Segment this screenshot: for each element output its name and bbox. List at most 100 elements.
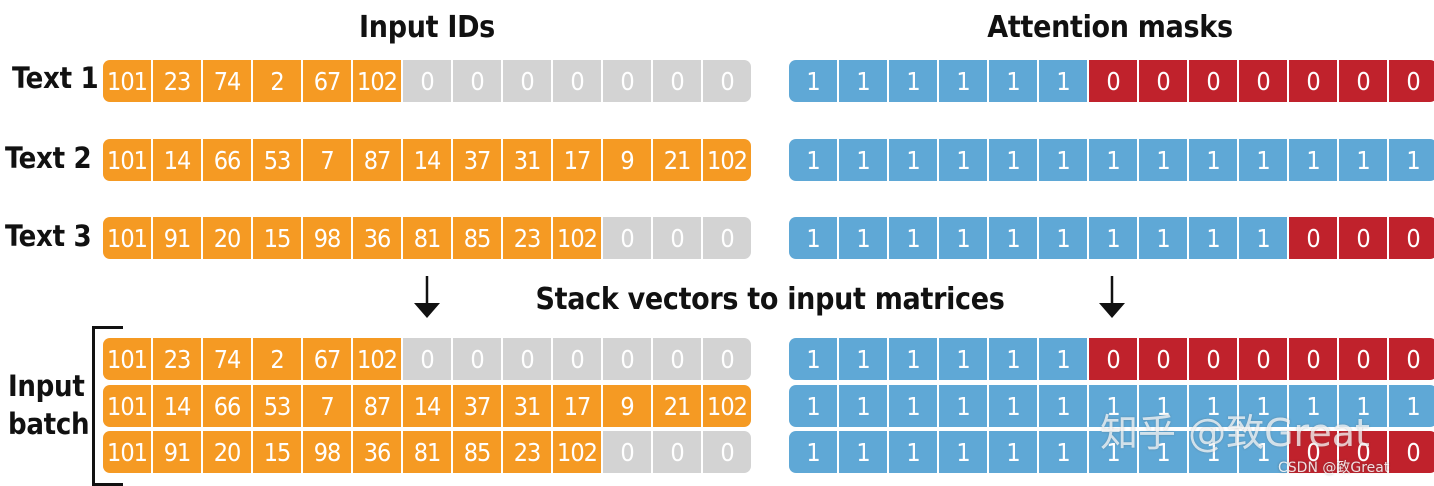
- mask-one-cell: 1: [939, 338, 987, 380]
- mask-zero-cell: 0: [1239, 60, 1287, 102]
- mask-one-cell: 1: [1089, 385, 1137, 427]
- row-label-text-3: Text 3: [5, 219, 92, 253]
- mask-one-cell: 1: [1289, 139, 1337, 181]
- mask-zero-cell: 0: [1389, 217, 1434, 259]
- mask-one-cell: 1: [1089, 431, 1137, 473]
- mask-one-cell: 1: [1189, 431, 1237, 473]
- token-id-cell: 66: [203, 385, 251, 427]
- mask-one-cell: 1: [1139, 431, 1187, 473]
- mask-one-cell: 1: [889, 217, 937, 259]
- token-id-cell: 91: [153, 217, 201, 259]
- token-id-cell: 102: [553, 431, 601, 473]
- token-id-cell: 21: [653, 139, 701, 181]
- padding-token-cell: 0: [453, 338, 501, 380]
- mask-one-cell: 1: [989, 385, 1037, 427]
- mask-one-cell: 1: [1189, 217, 1237, 259]
- token-id-cell: 101: [103, 139, 151, 181]
- token-id-cell: 15: [253, 431, 301, 473]
- mask-zero-cell: 0: [1189, 60, 1237, 102]
- mask-one-cell: 1: [1039, 385, 1087, 427]
- mask-one-cell: 1: [889, 60, 937, 102]
- mask-zero-cell: 0: [1339, 431, 1387, 473]
- token-id-cell: 67: [303, 338, 351, 380]
- token-id-cell: 36: [353, 217, 401, 259]
- token-id-cell: 74: [203, 60, 251, 102]
- token-id-cell: 87: [353, 385, 401, 427]
- token-id-cell: 37: [453, 139, 501, 181]
- mask-zero-cell: 0: [1139, 338, 1187, 380]
- mask-zero-cell: 0: [1339, 217, 1387, 259]
- padding-token-cell: 0: [653, 338, 701, 380]
- token-id-cell: 66: [203, 139, 251, 181]
- mask-zero-cell: 0: [1239, 338, 1287, 380]
- mask-zero-cell: 0: [1339, 60, 1387, 102]
- mask-one-cell: 1: [1039, 217, 1087, 259]
- token-id-cell: 102: [703, 385, 751, 427]
- token-id-cell: 85: [453, 431, 501, 473]
- token-id-cell: 14: [153, 139, 201, 181]
- token-id-cell: 31: [503, 385, 551, 427]
- mask-one-cell: 1: [1389, 385, 1434, 427]
- mask-one-cell: 1: [1289, 385, 1337, 427]
- padding-token-cell: 0: [403, 338, 451, 380]
- mask-one-cell: 1: [789, 217, 837, 259]
- token-id-cell: 14: [153, 385, 201, 427]
- padding-token-cell: 0: [553, 338, 601, 380]
- mask-one-cell: 1: [839, 385, 887, 427]
- padding-token-cell: 0: [603, 60, 651, 102]
- row-label-text-2: Text 2: [5, 141, 92, 175]
- mask-one-cell: 1: [939, 60, 987, 102]
- token-id-cell: 102: [703, 139, 751, 181]
- mask-one-cell: 1: [789, 139, 837, 181]
- mask-one-cell: 1: [789, 431, 837, 473]
- token-id-cell: 101: [103, 217, 151, 259]
- mask-zero-cell: 0: [1089, 338, 1137, 380]
- padding-token-cell: 0: [653, 217, 701, 259]
- token-id-cell: 9: [603, 385, 651, 427]
- stack-caption: Stack vectors to input matrices: [535, 282, 1005, 317]
- mask-one-cell: 1: [1089, 217, 1137, 259]
- token-id-cell: 23: [503, 217, 551, 259]
- mask-one-cell: 1: [1139, 385, 1187, 427]
- padding-token-cell: 0: [603, 217, 651, 259]
- padding-token-cell: 0: [553, 60, 601, 102]
- mask-one-cell: 1: [1189, 385, 1237, 427]
- padding-token-cell: 0: [603, 431, 651, 473]
- watermark-overlay: 知乎 @致Great: [1100, 411, 1370, 455]
- row-label-text-1: Text 1: [12, 61, 99, 95]
- mask-one-cell: 1: [1039, 60, 1087, 102]
- token-id-cell: 102: [353, 338, 401, 380]
- mask-one-cell: 1: [1039, 431, 1087, 473]
- mask-zero-cell: 0: [1389, 60, 1434, 102]
- token-id-cell: 101: [103, 338, 151, 380]
- token-id-cell: 101: [103, 60, 151, 102]
- mask-one-cell: 1: [1339, 385, 1387, 427]
- mask-one-cell: 1: [839, 431, 887, 473]
- token-id-cell: 21: [653, 385, 701, 427]
- token-id-cell: 102: [353, 60, 401, 102]
- mask-one-cell: 1: [1239, 385, 1287, 427]
- attention-masks-heading: Attention masks: [987, 10, 1233, 45]
- token-id-cell: 7: [303, 385, 351, 427]
- token-id-cell: 98: [303, 431, 351, 473]
- mask-one-cell: 1: [989, 217, 1037, 259]
- token-id-cell: 23: [503, 431, 551, 473]
- padding-token-cell: 0: [403, 60, 451, 102]
- mask-zero-cell: 0: [1089, 60, 1137, 102]
- token-id-cell: 2: [253, 60, 301, 102]
- mask-one-cell: 1: [1389, 139, 1434, 181]
- mask-one-cell: 1: [839, 139, 887, 181]
- token-id-cell: 85: [453, 217, 501, 259]
- mask-one-cell: 1: [1339, 139, 1387, 181]
- token-id-cell: 31: [503, 139, 551, 181]
- token-id-cell: 87: [353, 139, 401, 181]
- mask-zero-cell: 0: [1389, 431, 1434, 473]
- mask-zero-cell: 0: [1389, 338, 1434, 380]
- mask-one-cell: 1: [789, 338, 837, 380]
- token-id-cell: 53: [253, 385, 301, 427]
- token-id-cell: 81: [403, 217, 451, 259]
- token-id-cell: 91: [153, 431, 201, 473]
- mask-one-cell: 1: [939, 385, 987, 427]
- padding-token-cell: 0: [703, 338, 751, 380]
- mask-one-cell: 1: [839, 217, 887, 259]
